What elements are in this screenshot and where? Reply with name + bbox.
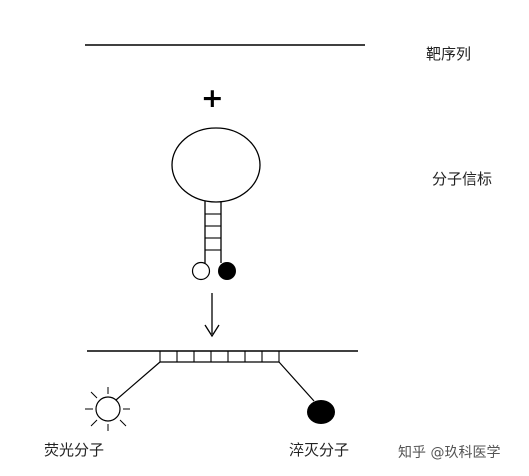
target-sequence-label: 靶序列 — [426, 45, 472, 63]
down-arrow-icon — [204, 293, 220, 338]
quencher-label: 淬灭分子 — [289, 441, 350, 459]
stem-quencher — [218, 262, 236, 280]
molecular-beacon-label: 分子信标 — [432, 170, 493, 188]
stem-fluorophore — [191, 261, 211, 281]
quencher-tether — [278, 361, 315, 402]
fluorophore-tether — [115, 361, 161, 401]
hybridized-probe — [159, 351, 280, 363]
watermark-label: 知乎 @玖科医学 — [398, 445, 501, 461]
fluorophore-label: 荧光分子 — [44, 441, 105, 459]
beacon-stem — [204, 201, 222, 263]
emitting-fluorophore-icon — [85, 387, 130, 431]
separated-quencher — [307, 400, 335, 424]
beacon-loop — [171, 127, 261, 203]
plus-sign: + — [201, 83, 224, 114]
